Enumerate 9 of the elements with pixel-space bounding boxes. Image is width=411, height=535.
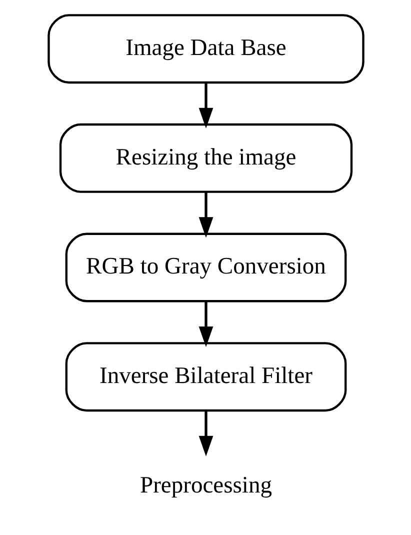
node-text: Preprocessing (139, 472, 272, 498)
arrow (198, 302, 213, 348)
arrow (198, 192, 213, 238)
node-box: Resizing the image (58, 123, 352, 193)
node-box: RGB to Gray Conversion (64, 232, 346, 302)
node-box: Image Data Base (47, 14, 364, 84)
arrow (198, 82, 213, 128)
node-box: Inverse Bilateral Filter (64, 342, 346, 412)
arrow (198, 410, 213, 456)
